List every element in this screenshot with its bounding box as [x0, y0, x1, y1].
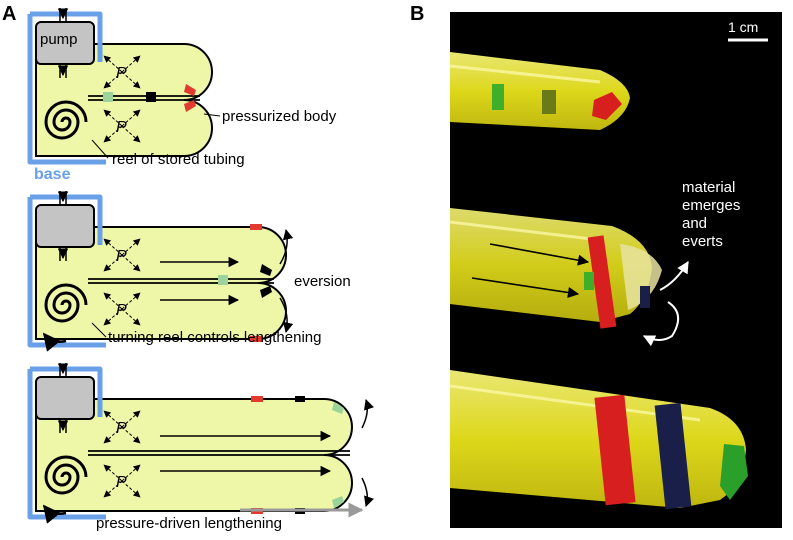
marker-green-tip-top [332, 402, 344, 414]
eversion-arrow-top [361, 399, 374, 429]
pump-valve-top-icon [57, 191, 69, 205]
pressure-label-bottom: P [116, 302, 127, 319]
tube-band-green [492, 84, 504, 110]
pressure-label-bottom: P [116, 474, 127, 491]
pressure-label-bottom: P [116, 119, 127, 136]
eversion-arrow-top [279, 228, 294, 265]
base-outline [27, 366, 106, 520]
pump-label: pump [40, 31, 78, 48]
annotation-pressure-driven: pressure-driven lengthening [96, 515, 282, 532]
marker-black-tip-top [260, 264, 272, 276]
pump-valve-top-icon [57, 8, 69, 22]
marker-green-tip-bottom [332, 496, 344, 508]
marker-red-tip-top [184, 84, 196, 96]
flow-arrow-bottom [471, 277, 580, 299]
everting-arrow-top [659, 260, 689, 291]
flow-arrow-top [489, 243, 590, 266]
annotation-reel: reel of stored tubing [112, 151, 245, 168]
tube-tip-red [592, 92, 622, 120]
annotation-eversion: eversion [294, 273, 351, 290]
base-outline [27, 11, 106, 165]
pump-box [35, 21, 95, 65]
base-label: base [34, 166, 71, 183]
reel-spiral-icon [44, 100, 88, 140]
pressure-arrows [103, 55, 141, 143]
annotation-pressurized-body: pressurized body [222, 108, 337, 125]
marker-red-top [251, 396, 263, 402]
tube-band-dark [654, 402, 692, 510]
base-outline [27, 194, 106, 348]
tube-photo-3 [449, 370, 748, 510]
pump-box [35, 376, 95, 420]
marker-black [146, 92, 156, 102]
pressure-label-top: P [116, 248, 127, 265]
tube-band-red [587, 235, 617, 329]
tube-band-green [584, 272, 594, 290]
eversion-arrow-bottom [361, 477, 374, 507]
material-text-line1: material [682, 179, 735, 196]
tube-band-red [594, 394, 636, 506]
scale-bar-label: 1 cm [728, 19, 758, 35]
reel-turn-arrow [42, 504, 67, 524]
diagram-3: P P pressure-driven lengthening [27, 363, 374, 532]
tube-band-olive [542, 90, 556, 114]
pressure-arrows [103, 410, 141, 498]
reel-spiral-icon [44, 283, 88, 323]
annotation-turning-reel: turning reel controls lengthening [108, 329, 321, 346]
diagram-2: P P eversion turning reel controls lengt… [27, 191, 351, 352]
pump-valve-bottom-icon [57, 247, 69, 261]
material-text-line2: emerges [682, 197, 740, 214]
marker-red-bottom [250, 336, 262, 342]
marker-green [103, 92, 113, 102]
material-text-line3: and [682, 215, 707, 232]
tube-photo-1 [449, 52, 630, 130]
material-text-line4: everts [682, 233, 723, 250]
marker-black-tip-bottom [260, 286, 272, 298]
pump-valve-bottom-icon [57, 419, 69, 433]
pressure-label-top: P [116, 420, 127, 437]
reel-turn-arrow [42, 332, 67, 352]
pump-box [35, 204, 95, 248]
pump-valve-top-icon [57, 363, 69, 377]
photo-panel: 1 cm material emerges and everts [449, 12, 782, 528]
pressure-label-top: P [116, 65, 127, 82]
panel-a-label: A [2, 3, 16, 25]
marker-red-top [250, 224, 262, 230]
marker-green [218, 275, 228, 285]
tube-tip-green [720, 444, 748, 500]
pressure-arrows [103, 238, 141, 326]
everting-arrow-bottom [642, 301, 679, 347]
pump-valve-bottom-icon [57, 64, 69, 78]
reel-spiral-icon [44, 455, 88, 495]
tube-band-dark [640, 286, 650, 308]
panel-b-label: B [410, 3, 424, 25]
marker-red-tip-bottom [184, 100, 196, 112]
diagram-1: pump P P [27, 8, 337, 183]
eversion-arrow-bottom [279, 297, 294, 334]
marker-black-top [295, 396, 305, 402]
tube-photo-2: material emerges and everts [449, 179, 740, 347]
